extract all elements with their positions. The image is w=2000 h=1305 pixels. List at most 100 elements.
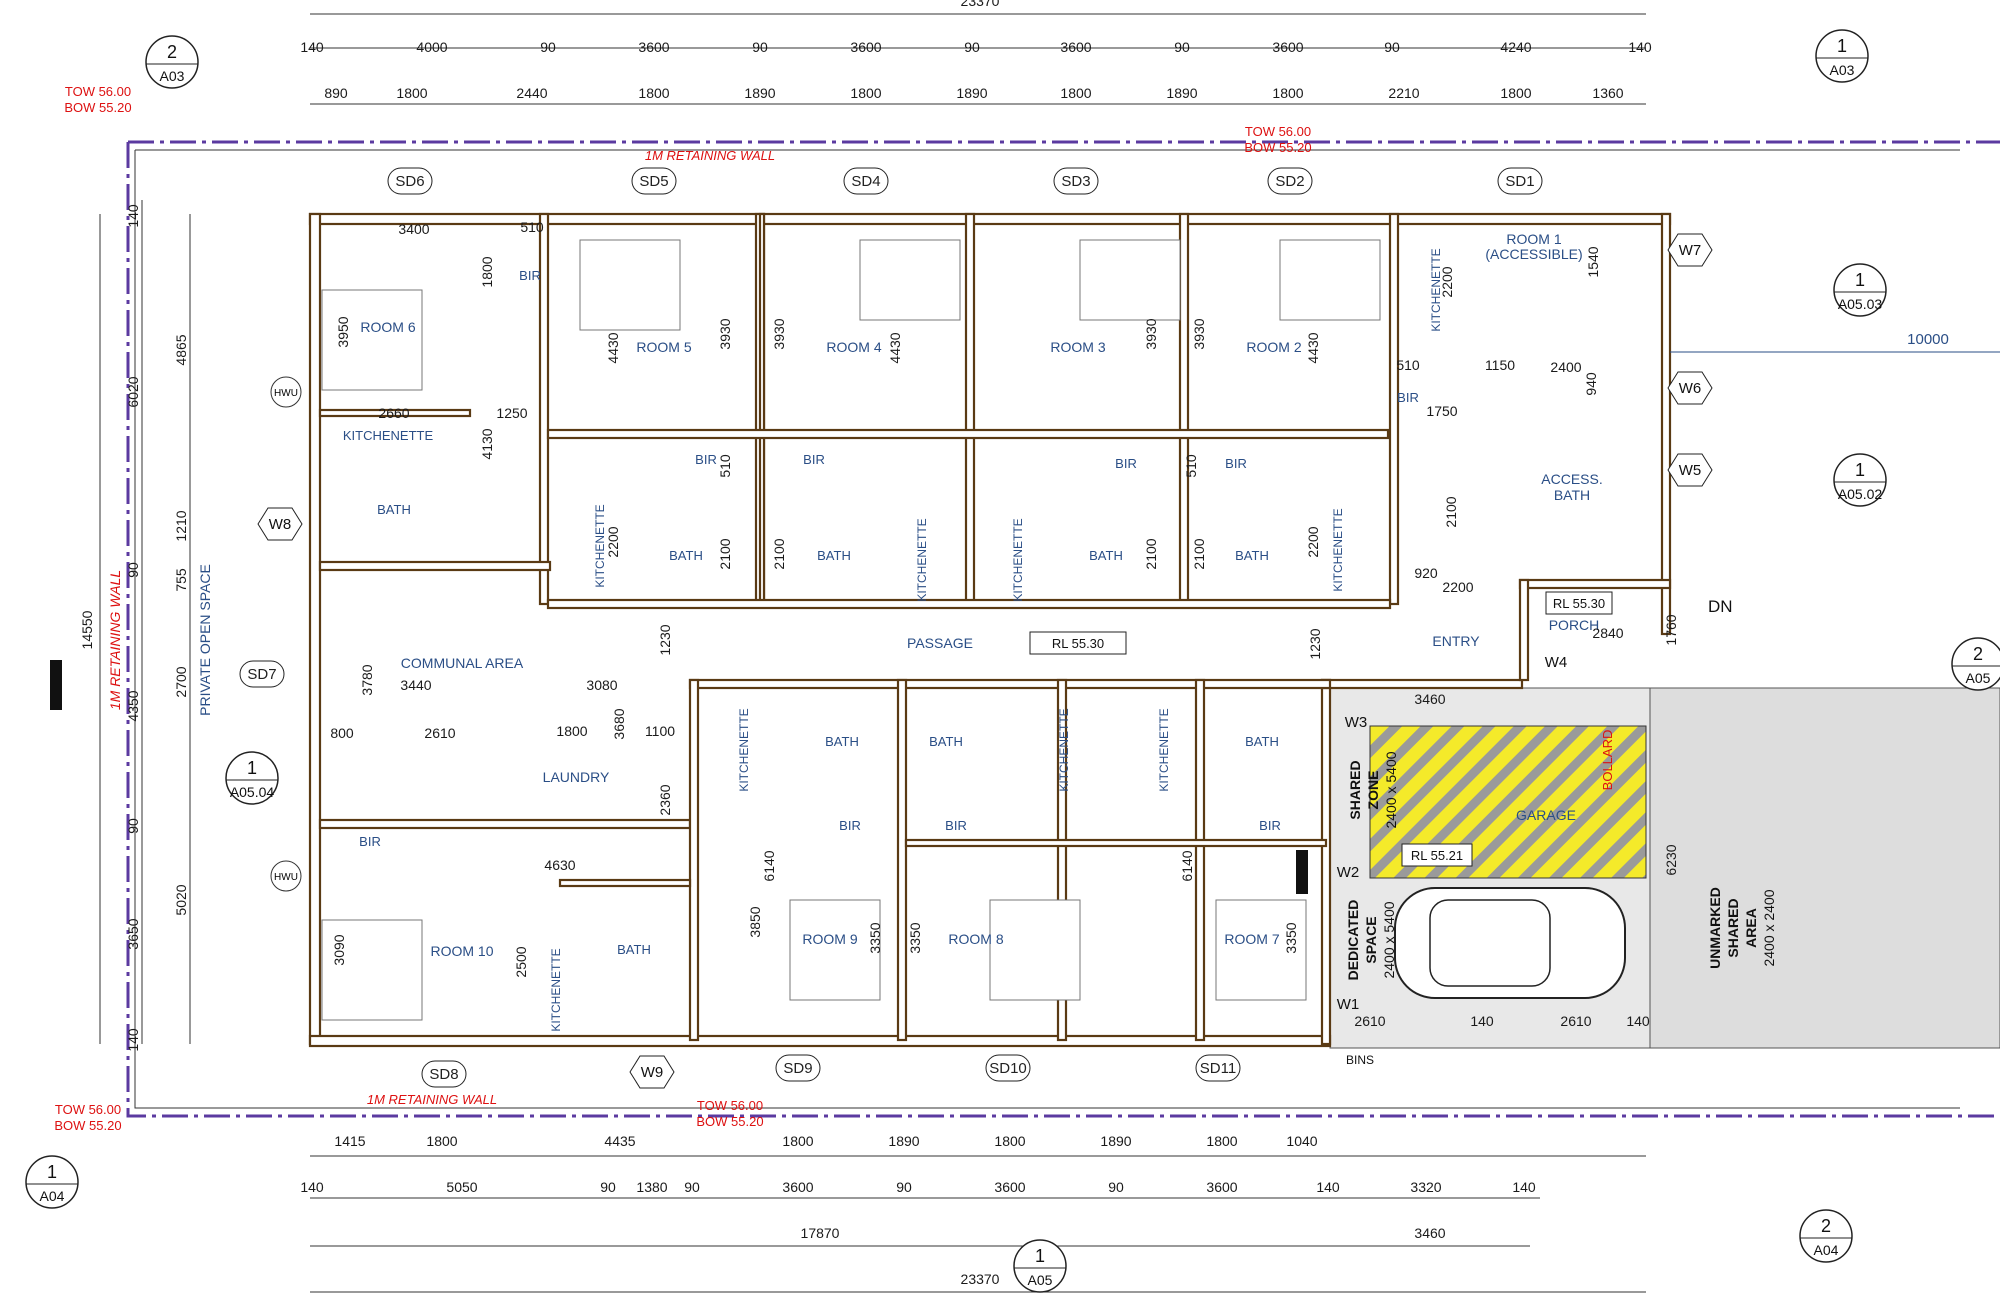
room-dimension: 1150 [1485, 357, 1515, 373]
room-dimension: 800 [330, 725, 354, 741]
window-label: W7 [1679, 242, 1702, 259]
room-dimension: 2360 [657, 784, 673, 815]
section-marker-number: 1 [1855, 460, 1865, 480]
dim-top-row2: 2210 [1388, 85, 1419, 101]
room-dimension: 6140 [761, 850, 777, 881]
kitchenette-label: KITCHENETTE [593, 504, 607, 587]
dim-bottom-row2: 3320 [1410, 1179, 1441, 1195]
sliding-door-marker [387, 167, 433, 195]
car-icon [1394, 887, 1626, 999]
section-marker-sheet: A05 [1966, 670, 1991, 686]
dim-top-row1: 4000 [416, 39, 447, 55]
kitchenette-label: KITCHENETTE [549, 948, 563, 1031]
dim-bottom-row2: 90 [684, 1179, 700, 1195]
dim-top-row2: 1800 [1500, 85, 1531, 101]
dim-left-inner: 2700 [173, 666, 189, 697]
dim-bottom-row2: 90 [1108, 1179, 1124, 1195]
room-dimension: 3930 [1191, 318, 1207, 349]
overall-height-left: 14550 [79, 610, 95, 649]
dim-top-row1: 140 [1628, 39, 1652, 55]
unmarked-line2: SHARED [1725, 898, 1741, 957]
room-dimension: 3930 [1143, 318, 1159, 349]
sliding-door-label: SD4 [851, 173, 880, 190]
room-dimension: 3850 [747, 906, 763, 937]
dim-top-row1: 140 [300, 39, 324, 55]
unmarked-area-slab [1649, 687, 2000, 1049]
sliding-door-marker [1195, 1054, 1241, 1082]
room-dimension: 2840 [1592, 625, 1623, 641]
sliding-door-label: SD8 [429, 1066, 458, 1083]
dim-top-row2: 1890 [744, 85, 775, 101]
room-dimension: 920 [1414, 565, 1438, 581]
dim-left-inner: 4865 [173, 334, 189, 365]
room-dimension: 510 [1396, 357, 1420, 373]
dim-left-outer: 6020 [125, 376, 141, 407]
room-label: ROOM 2 [1246, 339, 1301, 355]
dim-top-row1: 90 [1174, 39, 1190, 55]
room-dimension: 140 [1626, 1013, 1650, 1029]
tow-label: TOW 56.00 [55, 1102, 121, 1117]
section-marker-number: 2 [1821, 1216, 1831, 1236]
window-label: W5 [1679, 462, 1702, 479]
bow-label: BOW 55.20 [64, 100, 131, 115]
dim-top-row1: 3600 [1272, 39, 1303, 55]
room-dimension: 1800 [556, 723, 587, 739]
garage-label: GARAGE [1516, 807, 1576, 823]
room-label-accessible: ROOM 1(ACCESSIBLE) [1485, 231, 1582, 262]
retaining-wall-top-label: 1M RETAINING WALL [645, 148, 775, 163]
section-marker [1833, 453, 1887, 507]
dim-top-row2: 890 [324, 85, 348, 101]
bir-label: BIR [839, 818, 861, 833]
room-dimension: 1230 [1307, 628, 1323, 659]
unmarked-line1: UNMARKED [1707, 887, 1723, 969]
dim-left-inner: 5020 [173, 884, 189, 915]
sliding-door-marker [631, 167, 677, 195]
fixture-labels: KITCHENETTE BATH BATH BATH BATH BATH BAT… [343, 268, 1419, 957]
room-dimension: 2400 [1550, 359, 1581, 375]
room-dimension: 140 [1470, 1013, 1494, 1029]
window-label: W3 [1345, 714, 1368, 731]
window-label: W4 [1545, 654, 1568, 671]
room-dimension: 2500 [513, 946, 529, 977]
dim-left-outer: 4350 [125, 690, 141, 721]
dim-top-row2: 1800 [396, 85, 427, 101]
hwu-circle [270, 376, 302, 408]
sliding-door-label: SD6 [395, 173, 424, 190]
room-dimension: 2100 [1143, 538, 1159, 569]
bow-label: BOW 55.20 [1244, 140, 1311, 155]
dim-bottom-row1: 1415 [334, 1133, 365, 1149]
section-marker [145, 35, 199, 89]
room-dimension: 1760 [1663, 614, 1679, 645]
dim-top-row1: 3600 [638, 39, 669, 55]
room-dimension: 3930 [717, 318, 733, 349]
bath-label: BATH [1235, 548, 1269, 563]
room-label: ROOM 7 [1224, 931, 1279, 947]
dim-top-row2: 2440 [516, 85, 547, 101]
tow-label: TOW 56.00 [1245, 124, 1311, 139]
dedicated-line2: SPACE [1363, 916, 1379, 963]
section-marker [1013, 1239, 1067, 1293]
room-dimension: 2200 [1442, 579, 1473, 595]
dim-bottom-row2: 90 [896, 1179, 912, 1195]
access-bath-label: ACCESS.BATH [1541, 471, 1602, 503]
dim-top-row1: 3600 [1060, 39, 1091, 55]
section-marker [25, 1155, 79, 1209]
bir-label: BIR [945, 818, 967, 833]
bath-label: BATH [1245, 734, 1279, 749]
dim-bottom-row2: 5050 [446, 1179, 477, 1195]
passage-label: PASSAGE [907, 635, 973, 651]
sliding-door-marker [775, 1054, 821, 1082]
shared-zone-line3: 2400 x 5400 [1383, 751, 1399, 828]
sliding-door-label: SD3 [1061, 173, 1090, 190]
dim-bottom-row1: 1800 [782, 1133, 813, 1149]
bow-label: BOW 55.20 [696, 1114, 763, 1129]
window-label: W9 [641, 1064, 664, 1081]
shared-zone-line1: SHARED [1347, 760, 1363, 819]
room-dimension: 1230 [657, 624, 673, 655]
property-boundary [126, 140, 2000, 1118]
sliding-door-marker [1053, 167, 1099, 195]
dim-bottom-row1: 1800 [1206, 1133, 1237, 1149]
dim-left-inner: 1210 [173, 510, 189, 541]
